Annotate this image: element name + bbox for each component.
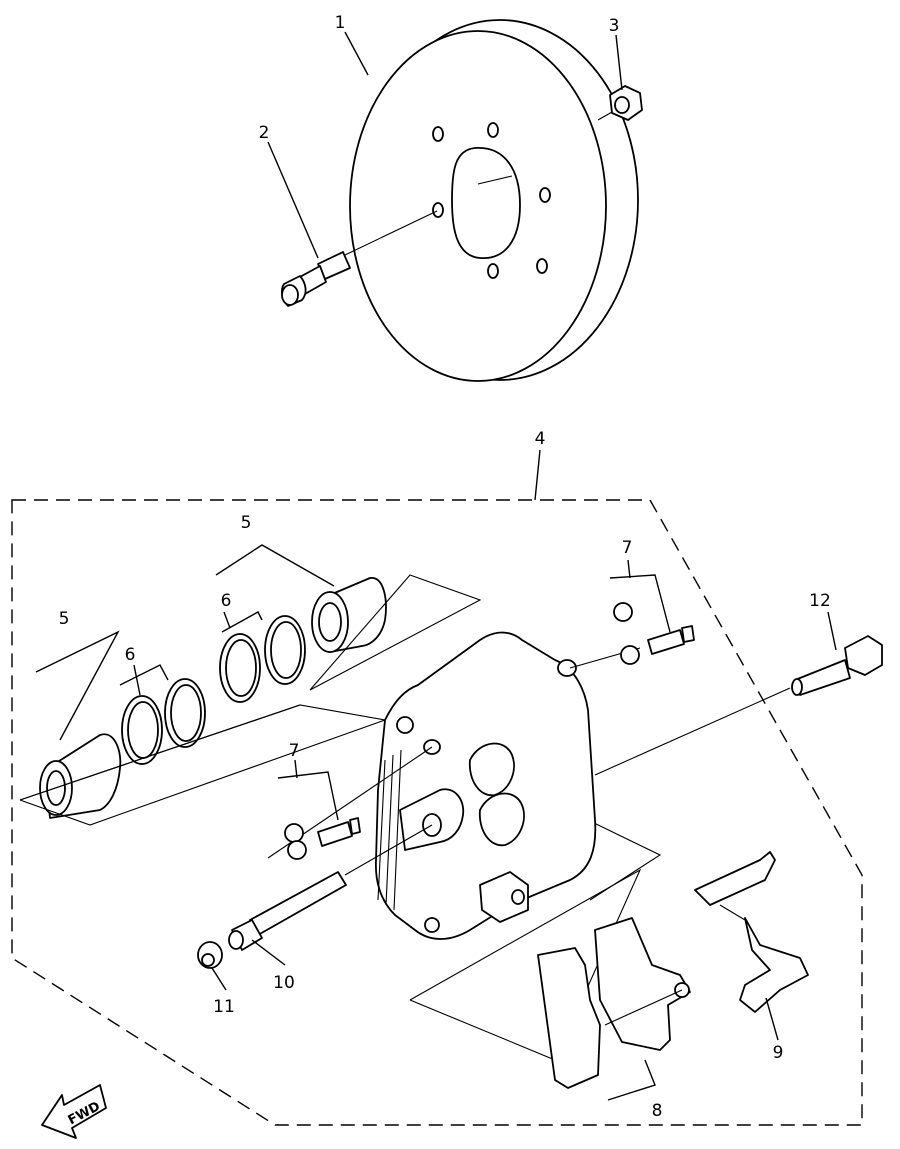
brake-pad-front bbox=[537, 947, 601, 1089]
caliper-bolt bbox=[594, 635, 883, 776]
leader-lines bbox=[35, 31, 837, 1101]
callout-6-lower: 6 bbox=[125, 645, 136, 665]
disc-bolt bbox=[281, 210, 438, 307]
callout-3: 3 bbox=[609, 16, 620, 36]
piston-left bbox=[39, 733, 122, 819]
slide-pin bbox=[228, 824, 433, 951]
callout-7-upper: 7 bbox=[622, 538, 633, 558]
forward-direction-arrow: FWD bbox=[41, 1084, 107, 1139]
bleeder-valve-lower bbox=[267, 746, 433, 860]
callout-12: 12 bbox=[809, 591, 831, 611]
callout-5-lower: 5 bbox=[59, 609, 70, 629]
callout-9: 9 bbox=[773, 1043, 784, 1063]
piston-seal-left-2 bbox=[164, 678, 206, 748]
callout-1: 1 bbox=[335, 13, 346, 33]
guide-planes bbox=[19, 574, 662, 1061]
callout-5-upper: 5 bbox=[241, 513, 252, 533]
callout-10: 10 bbox=[273, 973, 295, 993]
callout-11: 11 bbox=[213, 997, 235, 1017]
callout-7-lower: 7 bbox=[289, 741, 300, 761]
slide-pin-cap bbox=[197, 941, 223, 969]
piston-seal-right-2 bbox=[264, 615, 306, 685]
brake-disc bbox=[349, 19, 639, 382]
callout-4: 4 bbox=[535, 429, 546, 449]
caliper-body bbox=[375, 631, 597, 940]
brake-pad-rear bbox=[594, 917, 691, 1051]
callout-8: 8 bbox=[652, 1101, 663, 1121]
assembly-boundary bbox=[11, 499, 863, 1126]
piston-right bbox=[311, 577, 387, 653]
callout-6-upper: 6 bbox=[221, 591, 232, 611]
bleeder-valve-upper bbox=[569, 602, 695, 669]
callout-2: 2 bbox=[259, 123, 270, 143]
pad-spring bbox=[694, 851, 809, 1013]
disc-nut bbox=[597, 85, 643, 121]
piston-seal-left-1 bbox=[121, 695, 163, 765]
piston-seal-right-1 bbox=[219, 633, 261, 703]
